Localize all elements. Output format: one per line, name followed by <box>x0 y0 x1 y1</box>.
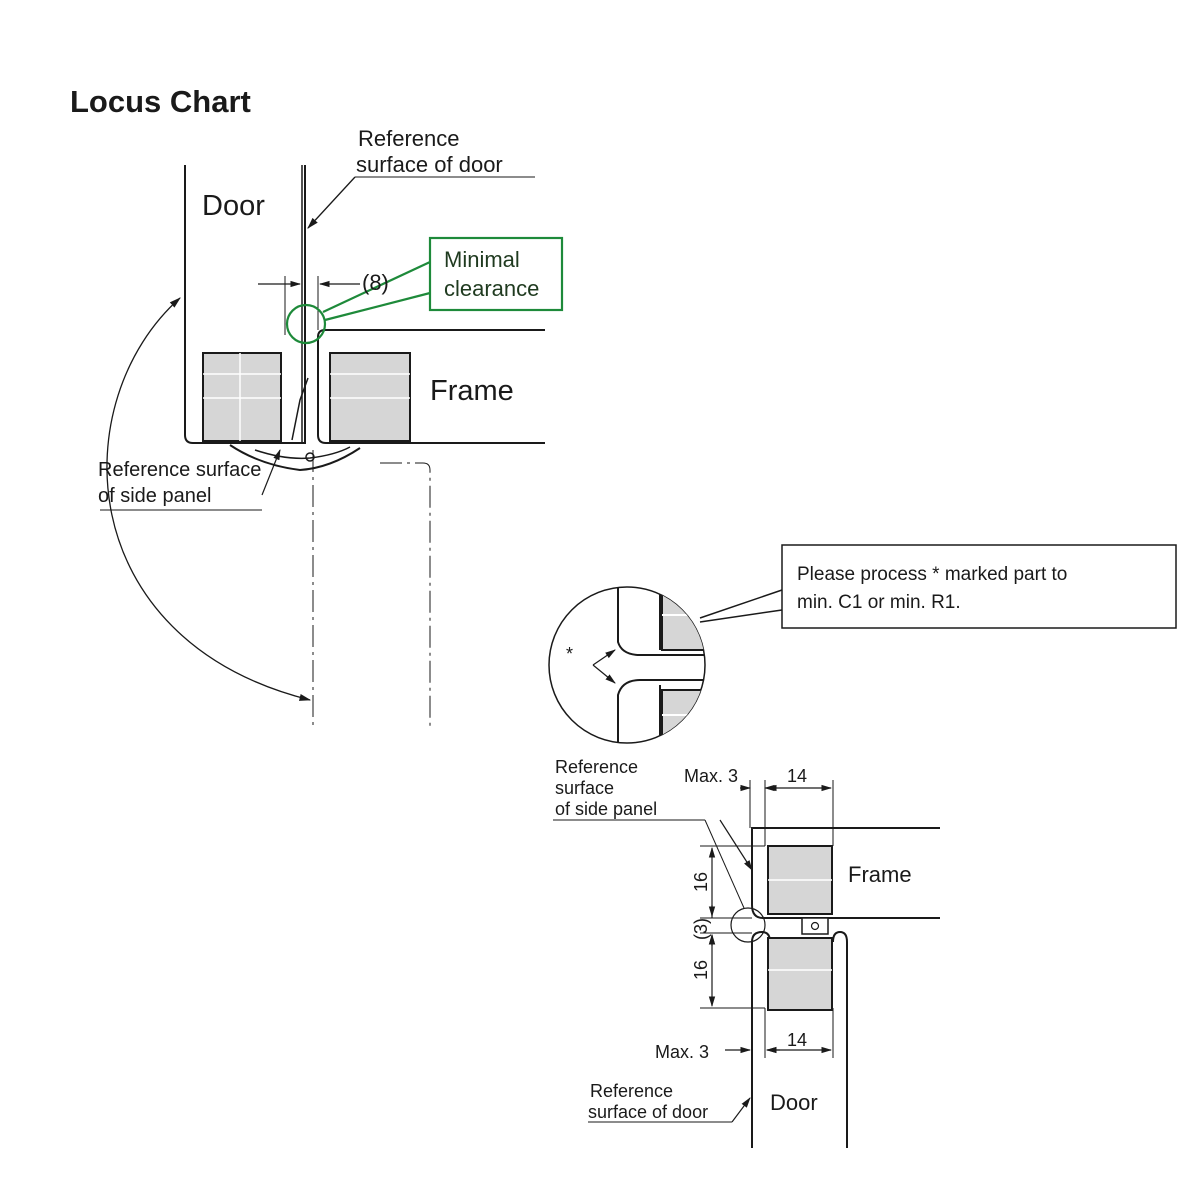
detail-block-door <box>767 937 833 1011</box>
detail-ref-side-3: of side panel <box>555 799 657 819</box>
magnified-detail <box>548 586 706 744</box>
clearance-box <box>428 236 564 312</box>
note-text-2: min. C1 or min. R1. <box>797 592 961 613</box>
dim3-text: (3) <box>691 918 711 940</box>
min-clearance-text-1: Minimal <box>444 247 520 272</box>
max3-bottom-text: Max. 3 <box>655 1042 709 1062</box>
min-clearance-text-2: clearance <box>444 276 539 301</box>
detail-door-outline <box>751 930 771 1148</box>
top-door-label: Door <box>202 190 265 222</box>
detail-ref-side-1: Reference <box>555 757 638 777</box>
hinge-block-frame <box>329 352 411 442</box>
note-text-1: Please process * marked part to <box>797 564 1067 585</box>
note-box <box>781 544 1177 629</box>
detail-frame-outline <box>751 827 940 919</box>
detail-drawing <box>553 780 940 1148</box>
asterisk-mark: * <box>566 644 573 664</box>
dim16-bottom-text: 16 <box>691 960 711 980</box>
top-frame-label: Frame <box>430 375 514 407</box>
detail-ref-door-1: Reference <box>590 1081 673 1101</box>
hinge-block-door <box>202 352 282 442</box>
door-swing-arc <box>106 297 312 701</box>
ref-side-text-1: Reference surface <box>98 459 261 481</box>
process-note-callout <box>699 544 1177 629</box>
detail-ref-side-2: surface <box>555 778 614 798</box>
door-swing-dashed <box>380 462 431 728</box>
frame-outline <box>317 329 545 444</box>
diagram-title: Locus Chart <box>70 84 251 119</box>
dim14-bottom-text: 14 <box>787 1030 807 1050</box>
dim16-top-text: 16 <box>691 872 711 892</box>
detail-frame-label: Frame <box>848 862 912 887</box>
ref-door-text-2: surface of door <box>356 152 503 177</box>
detail-door-label: Door <box>770 1090 818 1115</box>
detail-ref-door-2: surface of door <box>588 1102 708 1122</box>
top-view <box>100 165 545 728</box>
clearance-dim-text: (8) <box>362 270 389 295</box>
ref-door-text-1: Reference <box>358 126 460 151</box>
ref-side-text-2: of side panel <box>98 485 211 507</box>
clearance-circle <box>285 303 327 345</box>
minimal-clearance-callout <box>285 236 564 345</box>
dim14-top-text: 14 <box>787 766 807 786</box>
max3-top-text: Max. 3 <box>684 766 738 786</box>
